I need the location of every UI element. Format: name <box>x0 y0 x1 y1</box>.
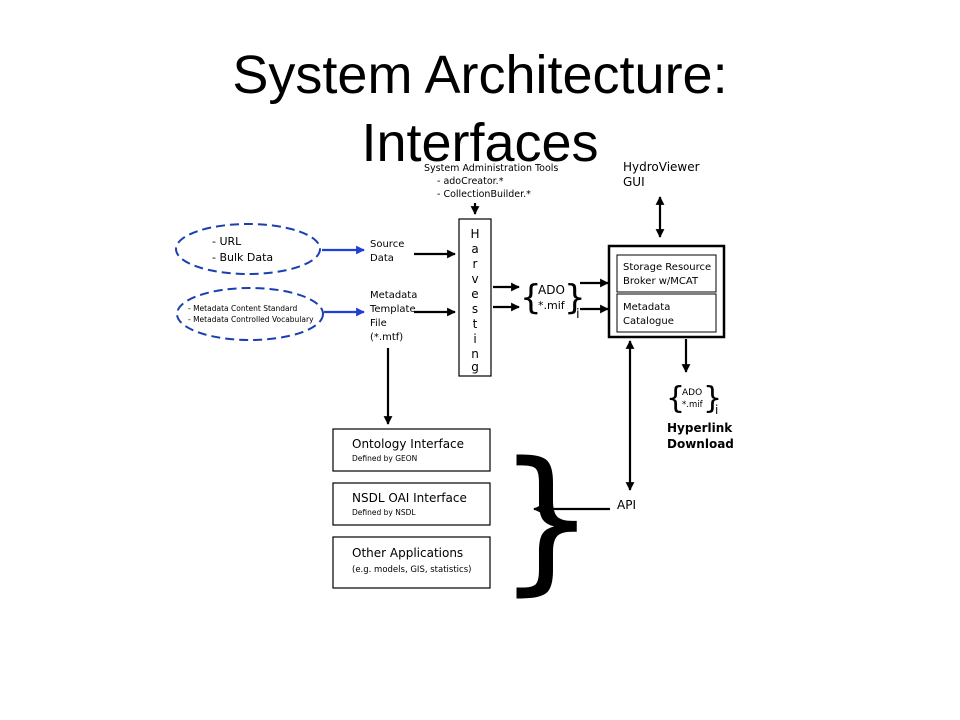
source-data-label: Data <box>370 253 394 264</box>
ado-subscript: i <box>576 307 580 322</box>
download-close-brace: } <box>703 381 722 416</box>
ado-label: ADO <box>538 283 565 297</box>
data-sources-ellipse <box>175 223 321 275</box>
harvesting-letter: g <box>471 360 479 374</box>
hydroviewer-label: GUI <box>623 175 645 189</box>
harvesting-letter: H <box>470 227 479 241</box>
data-source-url: - URL <box>212 235 242 248</box>
admin-tools-item: - CollectionBuilder.* <box>437 189 531 200</box>
ado-open-brace: { <box>520 278 542 318</box>
harvesting-letter: s <box>472 302 478 316</box>
api-label: API <box>617 498 636 512</box>
metadata-catalogue-label: Catalogue <box>623 316 674 327</box>
other-applications-box <box>332 536 491 589</box>
metadata-template-label: Metadata <box>370 290 417 301</box>
ontology-interface-box <box>332 428 491 472</box>
metadata-template-label: File <box>370 318 387 329</box>
harvesting-box <box>458 218 492 377</box>
nsdl-interface-box <box>332 482 491 526</box>
download-subscript: i <box>715 403 718 417</box>
harvesting-letter: n <box>471 347 479 361</box>
metadata-content-standard: - Metadata Content Standard <box>188 304 298 313</box>
storage-broker-label: Storage Resource <box>623 262 711 273</box>
harvesting-letter: t <box>473 317 478 331</box>
ontology-interface-title: Ontology Interface <box>352 437 464 451</box>
slide-title-line-1: System Architecture: <box>232 45 728 105</box>
admin-tools-item: - adoCreator.* <box>437 176 504 187</box>
harvesting-letter: i <box>473 332 476 346</box>
hyperlink-download-label: Hyperlink <box>667 421 733 435</box>
harvesting-letter: a <box>471 242 478 256</box>
other-applications-title: Other Applications <box>352 546 463 560</box>
slide-title-line-2: Interfaces <box>361 113 599 173</box>
metadata-catalogue-label: Metadata <box>623 302 670 313</box>
download-open-brace: { <box>666 381 685 416</box>
download-ado-label: ADO <box>682 388 702 398</box>
ontology-interface-subtitle: Defined by GEON <box>352 454 417 463</box>
harvesting-letter: v <box>471 272 478 286</box>
hyperlink-download-label: Download <box>667 437 734 451</box>
storage-broker-box <box>616 254 717 293</box>
storage-broker-label: Broker w/MCAT <box>623 276 699 287</box>
harvesting-letter: r <box>473 257 478 271</box>
other-applications-subtitle: (e.g. models, GIS, statistics) <box>352 565 471 575</box>
metadata-standards-ellipse <box>176 287 324 341</box>
metadata-catalogue-box <box>616 293 717 333</box>
metadata-controlled-vocabulary: - Metadata Controlled Vocabulary <box>188 315 314 324</box>
hydroviewer-label: HydroViewer <box>623 160 700 174</box>
metadata-template-label: (*.mtf) <box>370 332 403 343</box>
data-source-bulk: - Bulk Data <box>212 251 273 264</box>
source-data-label: Source <box>370 239 404 250</box>
admin-tools-heading: System Administration Tools <box>424 163 558 174</box>
nsdl-interface-title: NSDL OAI Interface <box>352 491 467 505</box>
ado-mif-label: *.mif <box>538 299 566 312</box>
interfaces-brace: } <box>497 428 596 610</box>
harvesting-letter: e <box>471 287 478 301</box>
metadata-template-label: Template <box>369 304 416 315</box>
download-mif-label: *.mif <box>682 400 704 410</box>
nsdl-interface-subtitle: Defined by NSDL <box>352 508 416 517</box>
